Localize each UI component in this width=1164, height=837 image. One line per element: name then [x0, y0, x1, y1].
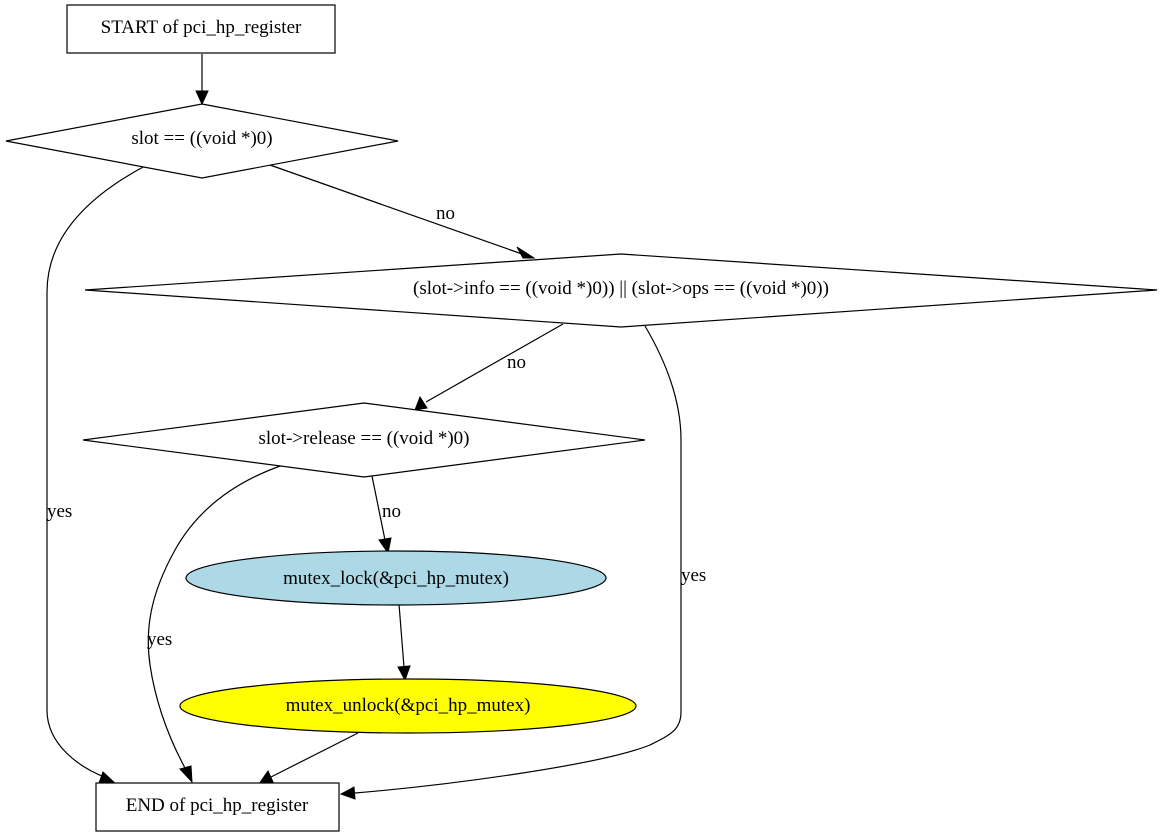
edge-slot-check-yes: yes [46, 165, 146, 787]
mutex-unlock-node: mutex_unlock(&pci_hp_mutex) [179, 678, 637, 734]
release-null-decision: slot->release == ((void *)0) [82, 402, 646, 478]
edge-release-check-no: no [371, 475, 401, 555]
edge-lock-to-unlock [397, 603, 411, 682]
end-node-label: END of pci_hp_register [126, 795, 309, 816]
end-node-box [95, 782, 340, 832]
info-ops-null-label: (slot->info == ((void *)0)) || (slot->op… [413, 278, 829, 299]
end-node: END of pci_hp_register [95, 782, 340, 832]
start-node-box [66, 4, 336, 54]
edge-unlock-to-end [257, 732, 359, 785]
slot-null-label: slot == ((void *)0) [131, 128, 272, 149]
release-null-label: slot->release == ((void *)0) [259, 428, 470, 449]
mutex-unlock-label: mutex_unlock(&pci_hp_mutex) [286, 695, 531, 716]
mutex-lock-label: mutex_lock(&pci_hp_mutex) [283, 568, 509, 589]
edge-release-check-yes: yes [147, 464, 284, 784]
release-null-diamond [82, 402, 646, 478]
slot-null-decision: slot == ((void *)0) [5, 103, 399, 179]
edge-start-to-slot-check [195, 54, 209, 106]
mutex-lock-node: mutex_lock(&pci_hp_mutex) [185, 550, 607, 606]
slot-null-diamond [5, 103, 399, 179]
edge-info-ops-check-no: no [414, 323, 564, 411]
edge-label-info-ops-check-yes: yes [681, 565, 706, 586]
mutex-lock-ellipse [185, 550, 607, 606]
edge-info-ops-check-yes: yes [339, 325, 706, 800]
start-node: START of pci_hp_register [66, 4, 336, 54]
edge-label-info-ops-check-no: no [507, 352, 526, 373]
start-node-label: START of pci_hp_register [101, 17, 302, 38]
info-ops-null-diamond [84, 253, 1158, 328]
edge-slot-check-no: no [269, 164, 536, 259]
edge-label-slot-check-yes: yes [47, 501, 72, 522]
edge-label-slot-check-no: no [436, 203, 455, 224]
edge-label-release-check-no: no [382, 501, 401, 522]
mutex-unlock-ellipse [179, 678, 637, 734]
info-ops-null-decision: (slot->info == ((void *)0)) || (slot->op… [84, 253, 1158, 328]
edge-label-release-check-yes: yes [147, 629, 172, 650]
